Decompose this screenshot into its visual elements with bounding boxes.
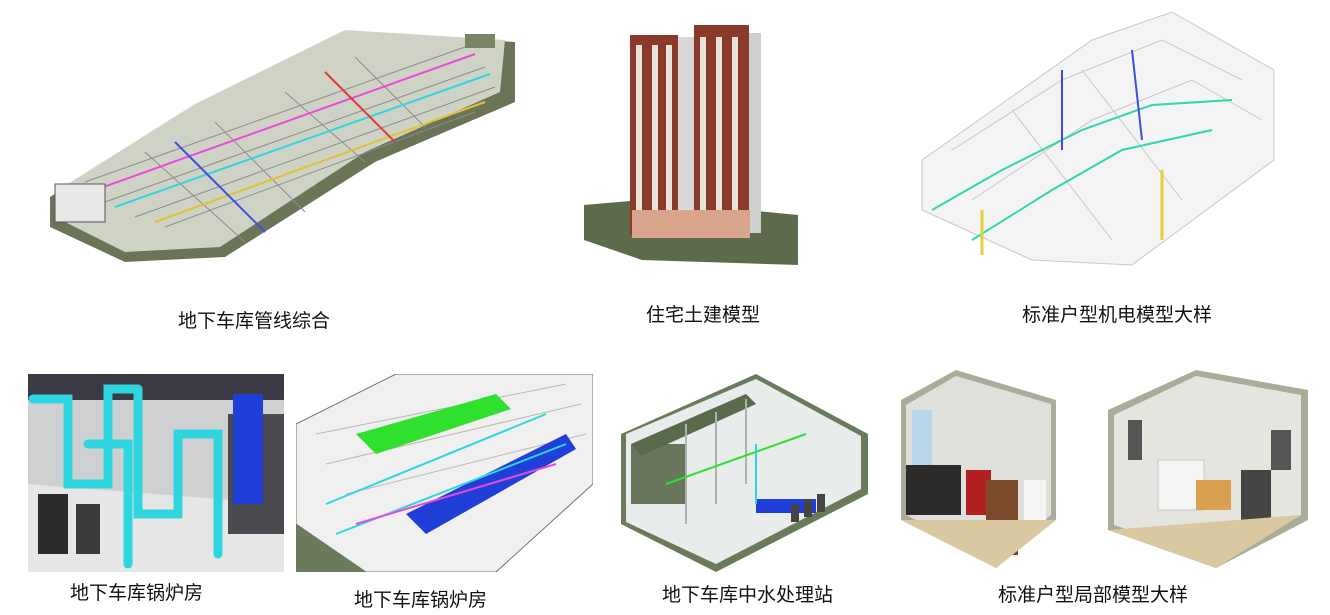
image-unit-mep (912, 10, 1284, 272)
image-garage-pipelines (45, 12, 525, 270)
caption-water-station: 地下车库中水处理站 (662, 584, 834, 606)
caption-boiler-room-1: 地下车库锅炉房 (70, 582, 204, 604)
caption-garage-pipelines: 地下车库管线综合 (178, 310, 331, 332)
caption-boiler-room-2: 地下车库锅炉房 (354, 589, 488, 611)
image-boiler-room-1 (28, 374, 284, 572)
caption-unit-local: 标准户型局部模型大样 (998, 584, 1189, 606)
image-boiler-room-2 (296, 374, 593, 572)
image-unit-local (896, 370, 1308, 572)
image-residential-tower (582, 25, 800, 270)
caption-unit-mep: 标准户型机电模型大样 (1022, 304, 1213, 326)
image-water-station (606, 374, 868, 572)
caption-residential-civil: 住宅土建模型 (646, 304, 761, 326)
